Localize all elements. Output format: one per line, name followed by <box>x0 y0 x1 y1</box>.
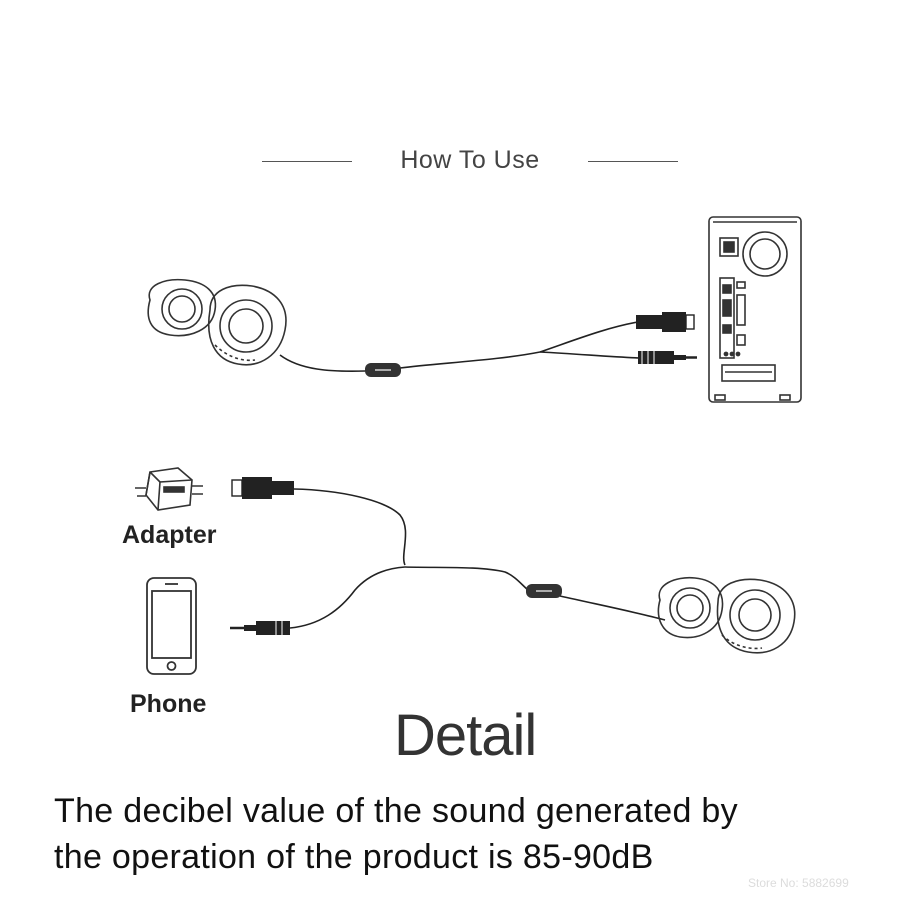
phone-icon <box>146 577 197 675</box>
computer-tower-icon <box>708 216 802 403</box>
store-watermark: Store No: 5882699 <box>748 876 849 890</box>
decibel-note-line-1: The decibel value of the sound generated… <box>54 792 738 830</box>
top-inline-switch <box>365 363 401 377</box>
decibel-note: The decibel value of the sound generated… <box>54 788 884 880</box>
heading-rule-right <box>588 161 678 162</box>
detail-title: Detail <box>394 703 537 768</box>
heading-title: How To Use <box>400 146 540 174</box>
bottom-cable <box>289 488 666 629</box>
bottom-inline-switch <box>526 584 562 598</box>
how-to-use-heading: How To Use <box>0 140 900 184</box>
phone-label: Phone <box>130 690 207 718</box>
adapter-label: Adapter <box>122 521 217 549</box>
decibel-note-line-2: the operation of the product is 85-90dB <box>54 838 654 876</box>
top-cable <box>279 321 641 372</box>
bottom-usb-plug-icon <box>231 477 294 499</box>
heading-rule-left <box>262 161 352 162</box>
speakers-bottom-icon <box>657 576 796 654</box>
top-audio-jack-icon <box>638 351 697 364</box>
top-usb-plug-icon <box>636 312 695 332</box>
bottom-audio-jack-icon <box>230 621 290 635</box>
power-adapter-icon <box>135 467 203 511</box>
speakers-top-icon <box>147 278 287 366</box>
